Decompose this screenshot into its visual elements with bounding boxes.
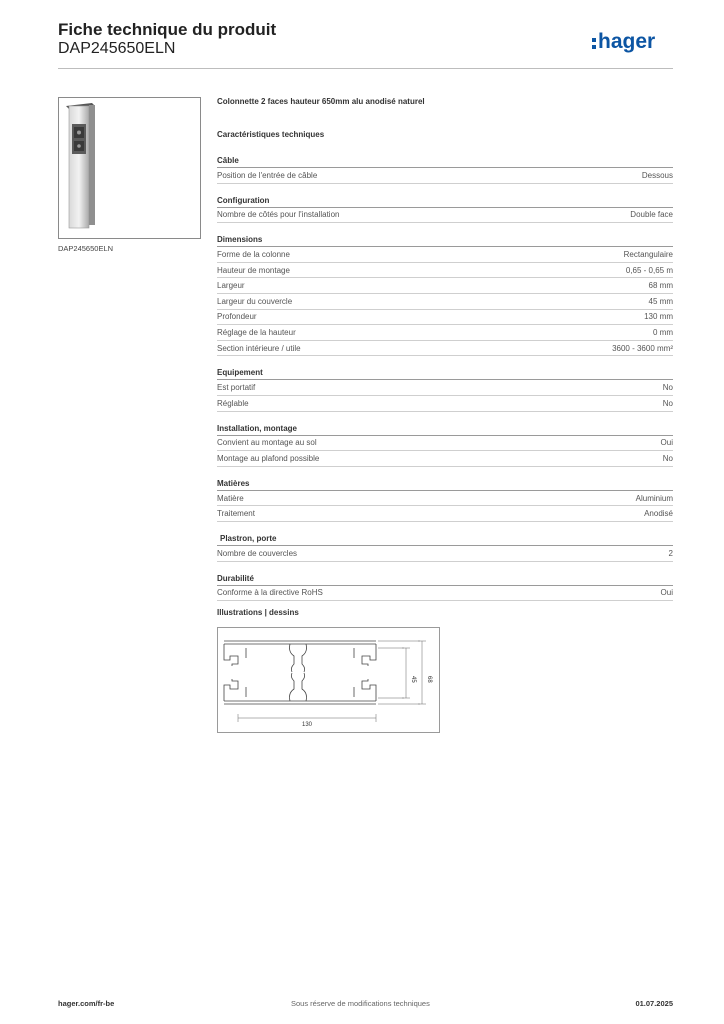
spec-row: Section intérieure / utile 3600 - 3600 mm… bbox=[217, 341, 673, 357]
spec-label: Conforme à la directive RoHS bbox=[217, 588, 323, 598]
dim-cover-label: 45 bbox=[410, 676, 416, 683]
spec-row: Forme de la colonne Rectangulaire bbox=[217, 247, 673, 263]
hager-logo: hager bbox=[592, 30, 655, 53]
spec-row: Nombre de couvercles 2 bbox=[217, 546, 673, 562]
spec-value: No bbox=[662, 453, 673, 463]
spec-row: Profondeur 130 mm bbox=[217, 310, 673, 326]
group-title: Dimensions bbox=[217, 234, 673, 248]
spec-row: Réglage de la hauteur 0 mm bbox=[217, 325, 673, 341]
spec-value: Rectangulaire bbox=[623, 249, 673, 259]
spec-label: Nombre de couvercles bbox=[217, 548, 298, 558]
group-title: Matières bbox=[217, 478, 673, 491]
spec-value: No bbox=[662, 383, 673, 393]
page-title: Fiche technique du produit bbox=[58, 20, 277, 39]
spec-label: Profondeur bbox=[217, 312, 257, 322]
spec-label: Est portatif bbox=[217, 383, 256, 393]
group-title: Plastron, porte bbox=[217, 533, 673, 546]
photo-caption: DAP245650ELN bbox=[58, 244, 114, 253]
spec-value: Aluminium bbox=[635, 493, 673, 503]
spec-value: 45 mm bbox=[648, 296, 673, 306]
group-title: Equipement bbox=[217, 367, 673, 381]
product-description: Colonnette 2 faces hauteur 650mm alu ano… bbox=[217, 97, 425, 106]
spec-value: Double face bbox=[630, 210, 673, 220]
spec-group-configuration: Configuration Nombre de côtés pour l'ins… bbox=[217, 195, 673, 224]
spec-value: 130 mm bbox=[644, 312, 673, 322]
spec-label: Position de l'entrée de câble bbox=[217, 170, 318, 180]
group-title: Configuration bbox=[217, 195, 673, 208]
spec-value: Oui bbox=[660, 438, 673, 448]
illustrations-title: Illustrations | dessins bbox=[217, 608, 299, 617]
logo-text: hager bbox=[598, 30, 655, 53]
specs-title: Caractéristiques techniques bbox=[217, 130, 325, 139]
dim-depth-label: 130 bbox=[302, 722, 313, 728]
spec-value: 68 mm bbox=[648, 281, 673, 291]
technical-drawing: 130 45 68 bbox=[217, 627, 440, 733]
spec-row: Montage au plafond possible No bbox=[217, 451, 673, 467]
spec-group-dimensions: Dimensions Forme de la colonne Rectangula… bbox=[217, 234, 673, 357]
spec-value: Anodisé bbox=[644, 509, 673, 519]
spec-row: Réglable No bbox=[217, 396, 673, 412]
spec-label: Nombre de côtés pour l'installation bbox=[217, 210, 340, 220]
group-title: Installation, montage bbox=[217, 423, 673, 436]
spec-row: Traitement Anodisé bbox=[217, 506, 673, 522]
spec-row: Hauteur de montage 0,65 - 0,65 m bbox=[217, 263, 673, 279]
spec-row: Est portatif No bbox=[217, 380, 673, 396]
group-title: Durabilité bbox=[217, 573, 673, 586]
spec-label: Largeur bbox=[217, 281, 245, 291]
spec-row: Convient au montage au sol Oui bbox=[217, 436, 673, 452]
spec-group-installation: Installation, montage Convient au montag… bbox=[217, 423, 673, 467]
spec-value: 2 bbox=[668, 548, 673, 558]
spec-row: Conforme à la directive RoHS Oui bbox=[217, 586, 673, 602]
spec-label: Convient au montage au sol bbox=[217, 438, 317, 448]
footer-notice: Sous réserve de modifications techniques bbox=[291, 999, 430, 1008]
spec-label: Forme de la colonne bbox=[217, 249, 290, 259]
spec-label: Réglage de la hauteur bbox=[217, 327, 296, 337]
spec-row: Largeur 68 mm bbox=[217, 278, 673, 294]
spec-label: Largeur du couvercle bbox=[217, 296, 293, 306]
product-reference: DAP245650ELN bbox=[58, 40, 176, 57]
spec-value: 3600 - 3600 mm² bbox=[612, 343, 673, 353]
spec-value: Dessous bbox=[641, 170, 673, 180]
footer-website-link[interactable]: hager.com/fr-be bbox=[58, 999, 115, 1008]
spec-row: Nombre de côtés pour l'installation Doubl… bbox=[217, 208, 673, 224]
spec-row: Largeur du couvercle 45 mm bbox=[217, 294, 673, 310]
spec-label: Section intérieure / utile bbox=[217, 343, 301, 353]
group-title: Câble bbox=[217, 155, 673, 168]
spec-label: Montage au plafond possible bbox=[217, 453, 320, 463]
spec-value: Oui bbox=[660, 588, 673, 598]
spec-label: Hauteur de montage bbox=[217, 265, 290, 275]
spec-value: No bbox=[662, 398, 673, 408]
spec-value: 0,65 - 0,65 m bbox=[625, 265, 673, 275]
dim-width-label: 68 bbox=[426, 676, 432, 683]
footer-date: 01.07.2025 bbox=[635, 999, 673, 1008]
spec-group-durabilite: Durabilité Conforme à la directive RoHS O… bbox=[217, 573, 673, 602]
spec-label: Traitement bbox=[217, 509, 255, 519]
spec-group-matieres: Matières Matière Aluminium Traitement Anod… bbox=[217, 478, 673, 522]
spec-value: 0 mm bbox=[653, 327, 673, 337]
product-photo bbox=[58, 97, 201, 239]
column-product-icon bbox=[66, 103, 95, 229]
spec-label: Matière bbox=[217, 493, 244, 503]
spec-label: Réglable bbox=[217, 398, 249, 408]
spec-row: Matière Aluminium bbox=[217, 491, 673, 507]
specs-table: Câble Position de l'entrée de câble Desso… bbox=[217, 155, 673, 612]
spec-row: Position de l'entrée de câble Dessous bbox=[217, 168, 673, 184]
spec-group-plastron: Plastron, porte Nombre de couvercles 2 bbox=[217, 533, 673, 562]
header-divider bbox=[58, 68, 673, 69]
profile-drawing-icon: 130 45 68 bbox=[223, 640, 432, 728]
spec-group-cable: Câble Position de l'entrée de câble Desso… bbox=[217, 155, 673, 184]
